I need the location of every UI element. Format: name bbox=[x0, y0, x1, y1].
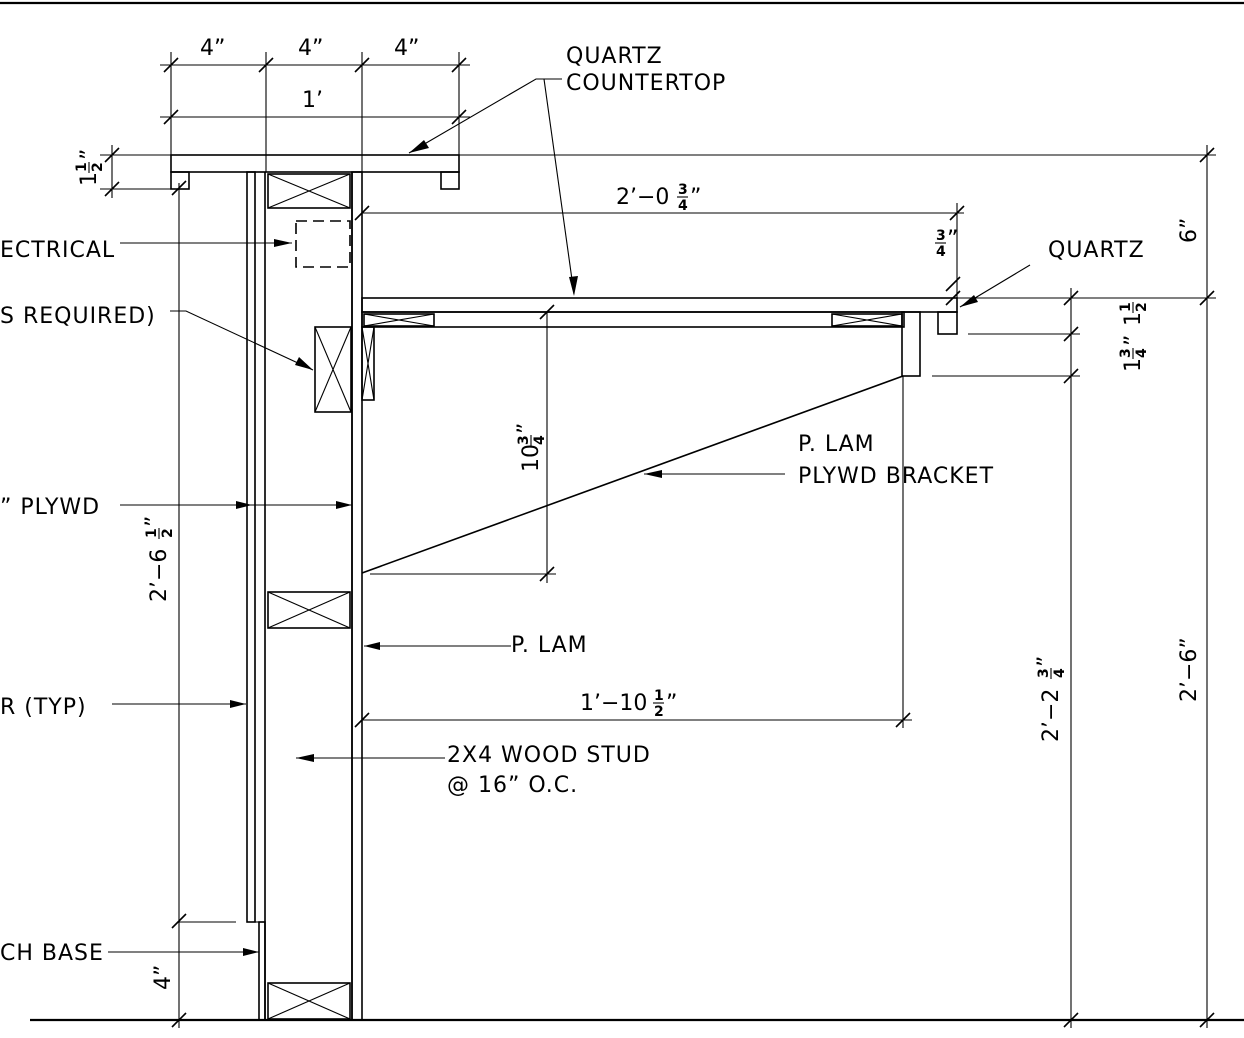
stud-block-mid bbox=[267, 591, 351, 629]
dim-top-total: 1’ bbox=[302, 88, 323, 113]
svg-text:1: 1 bbox=[654, 688, 664, 704]
dim-top-a: 4” bbox=[200, 36, 225, 61]
label-quartz: QUARTZ bbox=[1048, 238, 1145, 263]
dim-panel-height: 2’−6 1 2 ” bbox=[142, 516, 176, 602]
dim-bracket-height: 10 3 4 ” bbox=[514, 423, 548, 472]
wall-cleat bbox=[361, 326, 375, 401]
cleat-right bbox=[831, 313, 903, 327]
svg-text:”: ” bbox=[1121, 335, 1146, 346]
plam-face bbox=[351, 171, 363, 1021]
lower-edge bbox=[937, 311, 958, 335]
svg-text:4: 4 bbox=[1052, 668, 1068, 678]
dim-ledge: 1’−10 1 2 ” bbox=[580, 688, 677, 720]
label-plam-bracket-2: PLYWD BRACKET bbox=[798, 464, 994, 489]
dim-right-b: 1 1 2 bbox=[1118, 302, 1150, 326]
svg-text:2’−0: 2’−0 bbox=[616, 185, 669, 210]
label-stud-2: @ 16” O.C. bbox=[447, 773, 578, 798]
svg-text:1: 1 bbox=[1121, 312, 1146, 326]
dim-quartz-thickness: 3 4 ” bbox=[935, 227, 958, 260]
stud-block-top bbox=[267, 173, 351, 209]
svg-text:3: 3 bbox=[516, 435, 532, 445]
bracket-diagonal bbox=[361, 375, 904, 574]
svg-text:”: ” bbox=[666, 691, 677, 716]
stud-block-bottom bbox=[267, 982, 351, 1020]
dim-top-b: 4” bbox=[298, 36, 323, 61]
svg-text:3: 3 bbox=[1118, 348, 1134, 358]
svg-text:”: ” bbox=[947, 227, 958, 252]
electrical-box bbox=[295, 220, 351, 268]
label-stud-1: 2X4 WOOD STUD bbox=[447, 743, 651, 768]
svg-text:1: 1 bbox=[1121, 358, 1146, 372]
svg-text:1: 1 bbox=[1118, 302, 1134, 312]
dim-six-in: 6” bbox=[1177, 218, 1202, 243]
svg-text:2: 2 bbox=[90, 162, 106, 172]
dimension-lines bbox=[100, 52, 1216, 1028]
svg-text:”: ” bbox=[690, 185, 701, 210]
label-plam-bracket-1: P. LAM bbox=[798, 432, 875, 457]
dimension-labels: 4” 4” 4” 1’ 1 1 2 ” 2’−0 3 4 ” 3 4 ” 6” … bbox=[74, 36, 1202, 990]
svg-text:1: 1 bbox=[77, 172, 102, 186]
svg-text:3: 3 bbox=[1036, 668, 1052, 678]
dim-counter-height: 2’−2 3 4 ” bbox=[1034, 656, 1068, 742]
label-electrical: ECTRICAL bbox=[0, 238, 115, 263]
panel-liner bbox=[254, 171, 266, 923]
svg-text:1: 1 bbox=[144, 528, 160, 538]
label-plam: P. LAM bbox=[511, 633, 588, 658]
label-as-required: S REQUIRED) bbox=[0, 304, 156, 329]
cleat-left bbox=[363, 313, 435, 327]
dim-counter-thickness: 1 1 2 ” bbox=[74, 149, 106, 186]
lower-countertop bbox=[361, 297, 958, 574]
annotation-labels: QUARTZ COUNTERTOP QUARTZ ECTRICAL S REQU… bbox=[0, 44, 1145, 966]
svg-text:4: 4 bbox=[532, 435, 548, 445]
svg-text:”: ” bbox=[77, 149, 102, 160]
svg-text:”: ” bbox=[1034, 656, 1059, 667]
svg-text:2: 2 bbox=[1134, 302, 1150, 312]
svg-text:”: ” bbox=[514, 423, 539, 434]
svg-text:10: 10 bbox=[519, 444, 544, 472]
plywood-panel bbox=[246, 171, 256, 923]
svg-text:”: ” bbox=[142, 516, 167, 527]
dim-upper-width: 2’−0 3 4 ” bbox=[616, 182, 701, 214]
svg-text:3: 3 bbox=[678, 182, 688, 198]
label-typ: R (TYP) bbox=[0, 695, 87, 720]
wall-assembly bbox=[246, 171, 363, 1021]
svg-text:4: 4 bbox=[1134, 348, 1150, 358]
support-strip bbox=[361, 311, 905, 328]
dim-overall-height: 2’−6” bbox=[1177, 637, 1202, 702]
svg-text:3: 3 bbox=[936, 228, 946, 244]
dim-base-height: 4” bbox=[151, 965, 176, 990]
label-quartz-countertop-2: COUNTERTOP bbox=[566, 71, 726, 96]
upper-edge-right bbox=[440, 171, 460, 190]
svg-text:2’−2: 2’−2 bbox=[1039, 689, 1064, 742]
label-plywd: ” PLYWD bbox=[0, 495, 100, 520]
bracket-end-post bbox=[901, 311, 921, 377]
dim-right-a: 1 3 4 ” bbox=[1118, 335, 1150, 372]
label-quartz-countertop-1: QUARTZ bbox=[566, 44, 663, 69]
label-base: CH BASE bbox=[0, 941, 104, 966]
svg-text:2: 2 bbox=[160, 528, 176, 538]
svg-text:2’−6: 2’−6 bbox=[147, 549, 172, 602]
svg-text:1’−10: 1’−10 bbox=[580, 691, 647, 716]
dim-top-c: 4” bbox=[394, 36, 419, 61]
svg-text:2: 2 bbox=[654, 704, 664, 720]
base-trim bbox=[258, 921, 266, 1021]
svg-text:4: 4 bbox=[678, 198, 688, 214]
upper-countertop bbox=[170, 154, 460, 190]
leader-lines bbox=[108, 78, 1031, 956]
blocking bbox=[314, 326, 352, 413]
svg-text:4: 4 bbox=[936, 244, 946, 260]
svg-text:1: 1 bbox=[74, 162, 90, 172]
